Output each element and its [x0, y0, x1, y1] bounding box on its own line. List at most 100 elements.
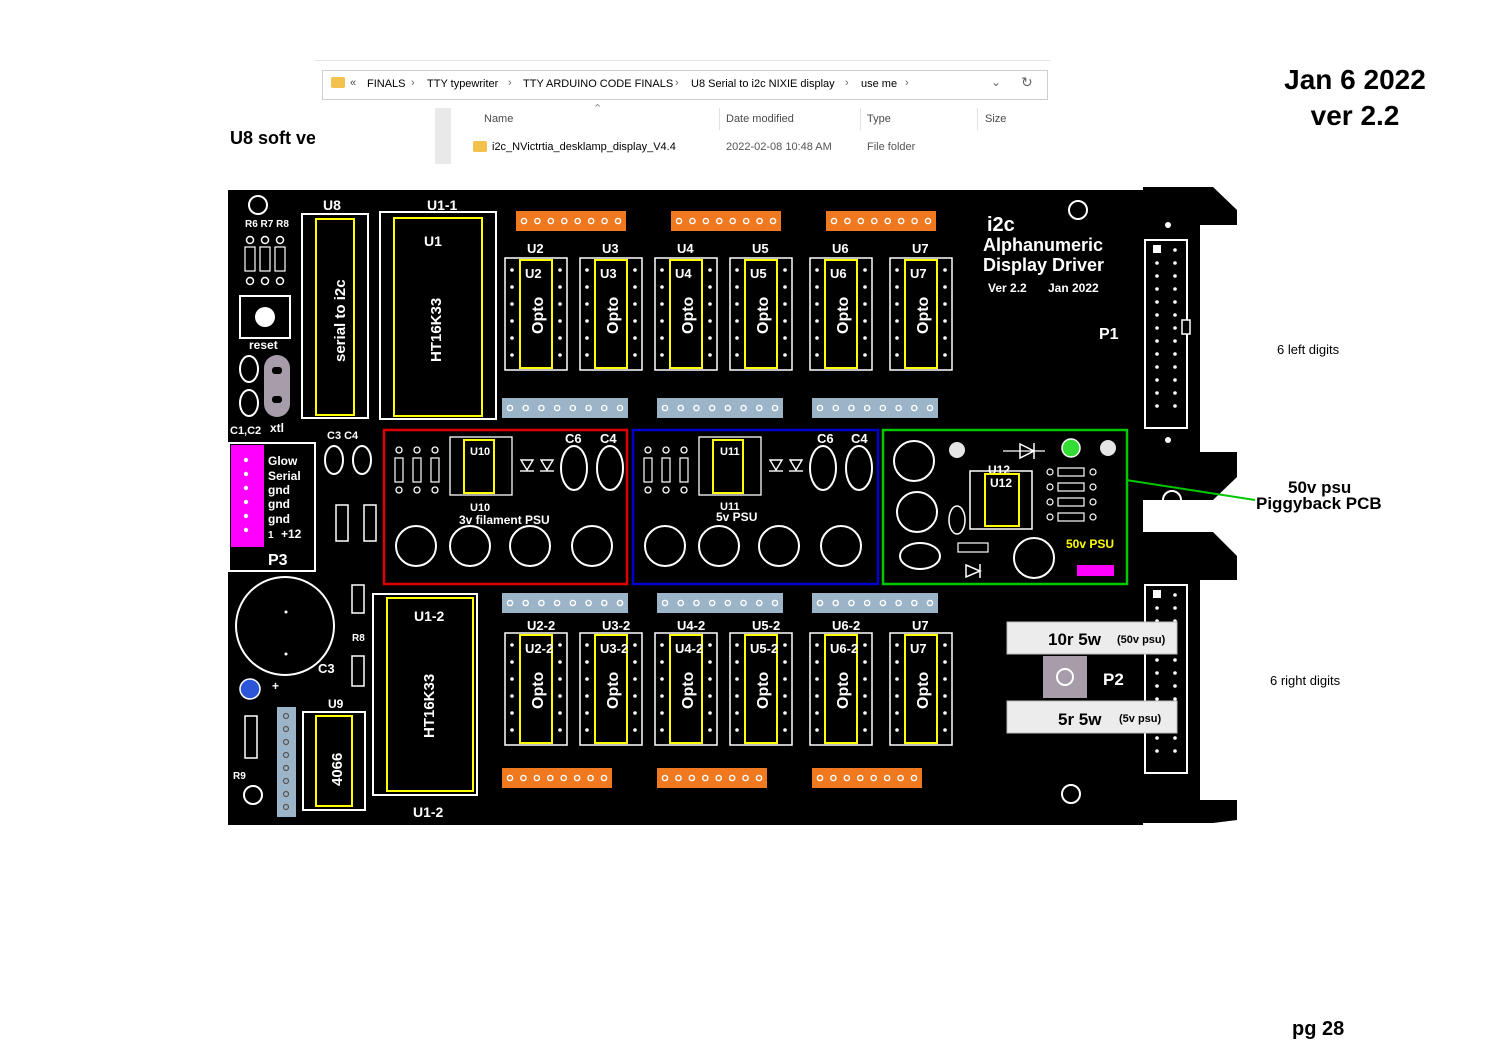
psu-chip-socket	[449, 436, 513, 496]
header-orange-pin	[843, 774, 851, 782]
opto-chip-label: U6-2	[832, 618, 860, 633]
psu-5v-c6-label: C6	[817, 431, 834, 446]
p1-pin	[1173, 326, 1177, 330]
opto-pin	[660, 302, 664, 306]
column-date-modified[interactable]: Date modified	[726, 113, 794, 125]
opto-row-bottom: U2-2U2-2OptoU3-2U3-2OptoU4-2U4-2OptoU5-2…	[504, 618, 953, 746]
breadcrumb-finals[interactable]: FINALS	[367, 78, 406, 90]
p1-pin	[1155, 274, 1159, 278]
opto-pin	[815, 728, 819, 732]
chip-u1-2-bottom-label: U1-2	[413, 804, 444, 820]
opto-chip	[594, 634, 628, 744]
chevron-down-icon[interactable]: ⌄	[991, 75, 1002, 89]
resistor	[259, 246, 271, 272]
breadcrumb-tty-typewriter[interactable]: TTY typewriter	[427, 78, 499, 90]
psu-resistor-pad	[395, 486, 403, 494]
inductor-l1	[893, 440, 935, 482]
header-orange-pin	[769, 217, 777, 225]
scrollbar[interactable]	[435, 108, 451, 164]
resistor-pad	[245, 276, 255, 286]
opto-pin	[815, 319, 819, 323]
resistor-pad	[260, 235, 270, 245]
header-orange	[502, 768, 612, 788]
refresh-icon[interactable]: ↻	[1021, 74, 1033, 90]
chip-u8	[315, 218, 355, 416]
opto-pin	[943, 643, 947, 647]
psu-capacitor	[395, 525, 437, 567]
header-orange-pin	[816, 774, 824, 782]
opto-pin	[895, 336, 899, 340]
header-grey-pin	[724, 599, 732, 607]
psu-5v-box	[631, 428, 880, 586]
chip-u9	[315, 715, 353, 807]
chip-u1-2-label: U1-2	[414, 608, 445, 624]
crystal-label: xtl	[270, 421, 284, 435]
resistor-r9	[244, 715, 258, 759]
opto-pin	[943, 353, 947, 357]
chevron-right-icon: ›	[675, 77, 679, 89]
address-bar[interactable]: « FINALS › TTY typewriter › TTY ARDUINO …	[322, 70, 1048, 100]
opto-pin	[895, 319, 899, 323]
ra7-pin	[282, 738, 290, 746]
column-type[interactable]: Type	[867, 113, 891, 125]
connector-p2	[1144, 584, 1188, 774]
p3-pin-gnd: gnd	[268, 512, 290, 526]
header-orange-pin	[742, 217, 750, 225]
opto-chip-inner-label: U6	[830, 266, 847, 281]
header-grey-pin	[538, 404, 545, 412]
breadcrumb-tty-arduino[interactable]: TTY ARDUINO CODE FINALS	[523, 78, 674, 90]
header-orange-pin	[856, 774, 864, 782]
header-orange	[657, 768, 767, 788]
opto-pin	[943, 694, 947, 698]
opto-pin	[708, 643, 712, 647]
opto-pin	[783, 319, 787, 323]
opto-pin	[943, 660, 947, 664]
opto-pin	[510, 268, 514, 272]
connector-p3-frame	[228, 442, 316, 572]
p2-pin	[1173, 697, 1177, 701]
opto-pin	[735, 643, 739, 647]
opto-pin	[633, 694, 637, 698]
opto-pin	[585, 319, 589, 323]
header-orange-pin	[534, 217, 541, 225]
breadcrumb-use-me[interactable]: use me	[861, 78, 898, 90]
ra7-pin	[282, 725, 290, 733]
opto-chip-label: U4	[677, 241, 694, 256]
psu50-resistor-pad	[1046, 468, 1054, 476]
right-digits-note: 6 right digits	[1270, 673, 1341, 688]
p1-pin	[1155, 378, 1159, 382]
opto-chip-inner-label: U3	[600, 266, 617, 281]
opto-pin	[708, 353, 712, 357]
header-orange-pin	[546, 774, 554, 782]
opto-pin	[735, 694, 739, 698]
p2-pin	[1155, 671, 1159, 675]
p1-pin	[1155, 261, 1159, 265]
opto-pin	[633, 319, 637, 323]
header-grey	[657, 593, 783, 613]
p1-pin	[1173, 339, 1177, 343]
header-grey-pin	[910, 404, 918, 412]
p3-pin-12v: +12	[281, 527, 302, 541]
opto-chip-inner-label: U2-2	[525, 641, 553, 656]
file-row[interactable]: i2c_NVictrtia_desklamp_display_V4.4 2022…	[470, 134, 1040, 158]
connector-p1-key	[1181, 319, 1191, 335]
psu-resistor-pad	[644, 446, 652, 454]
opto-pin	[660, 319, 664, 323]
opto-pin	[660, 677, 664, 681]
breadcrumb-u8-serial[interactable]: U8 Serial to i2c NIXIE display	[691, 78, 835, 90]
left-digits-note: 6 left digits	[1277, 342, 1340, 357]
board-title-i2c: i2c	[987, 214, 1015, 236]
column-size[interactable]: Size	[985, 113, 1007, 125]
resistor-5r-label: 5r 5w	[1058, 710, 1102, 729]
chip-u1-2-text: HT16K33	[421, 674, 438, 738]
psu-resistor	[430, 457, 440, 483]
header-orange-pin	[520, 774, 527, 782]
chip-u1-2-socket	[372, 593, 478, 796]
header-grey-pin	[848, 404, 855, 412]
psu-capacitor	[820, 525, 862, 567]
opto-pin	[708, 319, 712, 323]
column-name[interactable]: Name	[484, 113, 514, 125]
opto-pin	[735, 677, 739, 681]
header-grey-pin	[816, 599, 824, 607]
opto-pin	[510, 660, 514, 664]
